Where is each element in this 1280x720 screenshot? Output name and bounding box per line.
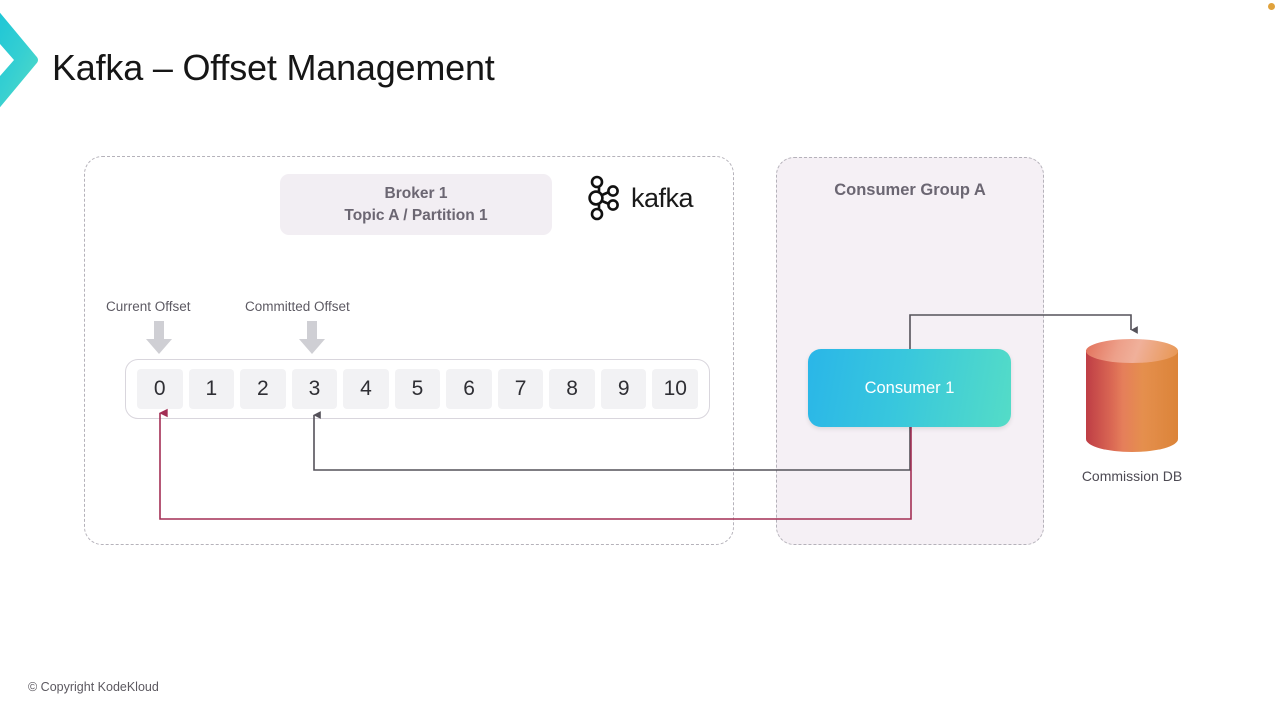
consumer-group-title: Consumer Group A: [834, 181, 986, 199]
kafka-logo: kafka: [585, 174, 713, 222]
partition-cell: 4: [343, 369, 389, 409]
corner-accent-dot: [1268, 3, 1275, 10]
partition-cell: 3: [291, 369, 338, 409]
database-cylinder-icon: [1086, 350, 1178, 452]
current-offset-down-arrow-icon: [145, 321, 173, 355]
partition-cell: 2: [240, 369, 286, 409]
database-cylinder-top: [1086, 339, 1178, 363]
partition-cell: 6: [446, 369, 492, 409]
current-offset-label: Current Offset: [106, 299, 191, 314]
copyright-footer: © Copyright KodeKloud: [28, 680, 159, 694]
partition-cell: 5: [394, 369, 441, 409]
partition-offset-strip: 0 1 2 3 4 5 6 7 8 9 10: [125, 359, 710, 419]
partition-cell: 7: [497, 369, 544, 409]
partition-cell: 10: [652, 369, 699, 409]
commission-db-label: Commission DB: [1081, 468, 1183, 484]
consumer-1-box[interactable]: Consumer 1: [808, 349, 1011, 427]
partition-cell: 9: [600, 369, 647, 409]
broker-info-box: Broker 1 Topic A / Partition 1: [280, 174, 552, 235]
partition-cell: 8: [549, 369, 595, 409]
commission-db: Commission DB: [1082, 339, 1182, 484]
committed-offset-down-arrow-icon: [298, 321, 326, 355]
database-cylinder-shade: [1086, 350, 1178, 452]
broker-name: Broker 1: [384, 185, 448, 203]
broker-topic-partition: Topic A / Partition 1: [344, 206, 488, 224]
partition-cell: 1: [188, 369, 235, 409]
page-title: Kafka – Offset Management: [52, 47, 495, 88]
kafka-logo-icon: [588, 175, 619, 221]
chevron-right-logo-icon: [0, 6, 42, 114]
partition-cell: 0: [137, 369, 183, 409]
consumer-1-label: Consumer 1: [864, 378, 955, 397]
kafka-wordmark: kafka: [631, 182, 694, 213]
committed-offset-label: Committed Offset: [245, 299, 350, 314]
broker-panel: [84, 156, 734, 545]
